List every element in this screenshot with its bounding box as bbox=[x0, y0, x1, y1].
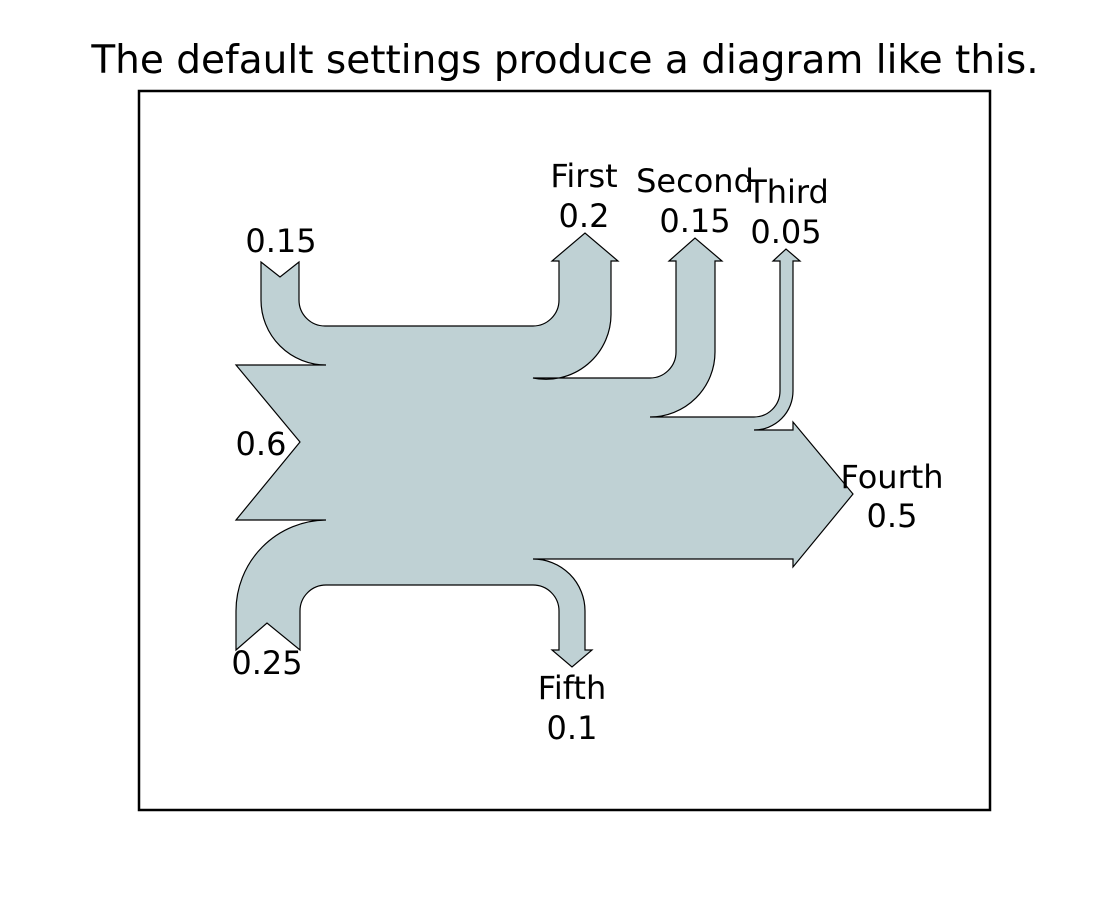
output-name-second: Second bbox=[636, 162, 754, 200]
output-name-third: Third bbox=[746, 173, 829, 211]
axes-frame bbox=[137, 89, 992, 812]
output-value-fifth: 0.1 bbox=[547, 709, 598, 747]
output-value-fourth: 0.5 bbox=[867, 497, 918, 535]
output-value-third: 0.05 bbox=[750, 213, 821, 251]
output-value-second: 0.15 bbox=[659, 202, 730, 240]
figure-title: The default settings produce a diagram l… bbox=[91, 38, 1039, 83]
input-label-0-15: 0.15 bbox=[245, 222, 316, 260]
output-name-fifth: Fifth bbox=[538, 669, 607, 707]
output-name-fourth: Fourth bbox=[840, 458, 943, 496]
output-name-first: First bbox=[550, 157, 617, 195]
input-label-0-6: 0.6 bbox=[236, 425, 287, 463]
output-value-first: 0.2 bbox=[559, 197, 610, 235]
input-label-0-25: 0.25 bbox=[231, 644, 302, 682]
sankey-flow-shape bbox=[234, 232, 854, 668]
